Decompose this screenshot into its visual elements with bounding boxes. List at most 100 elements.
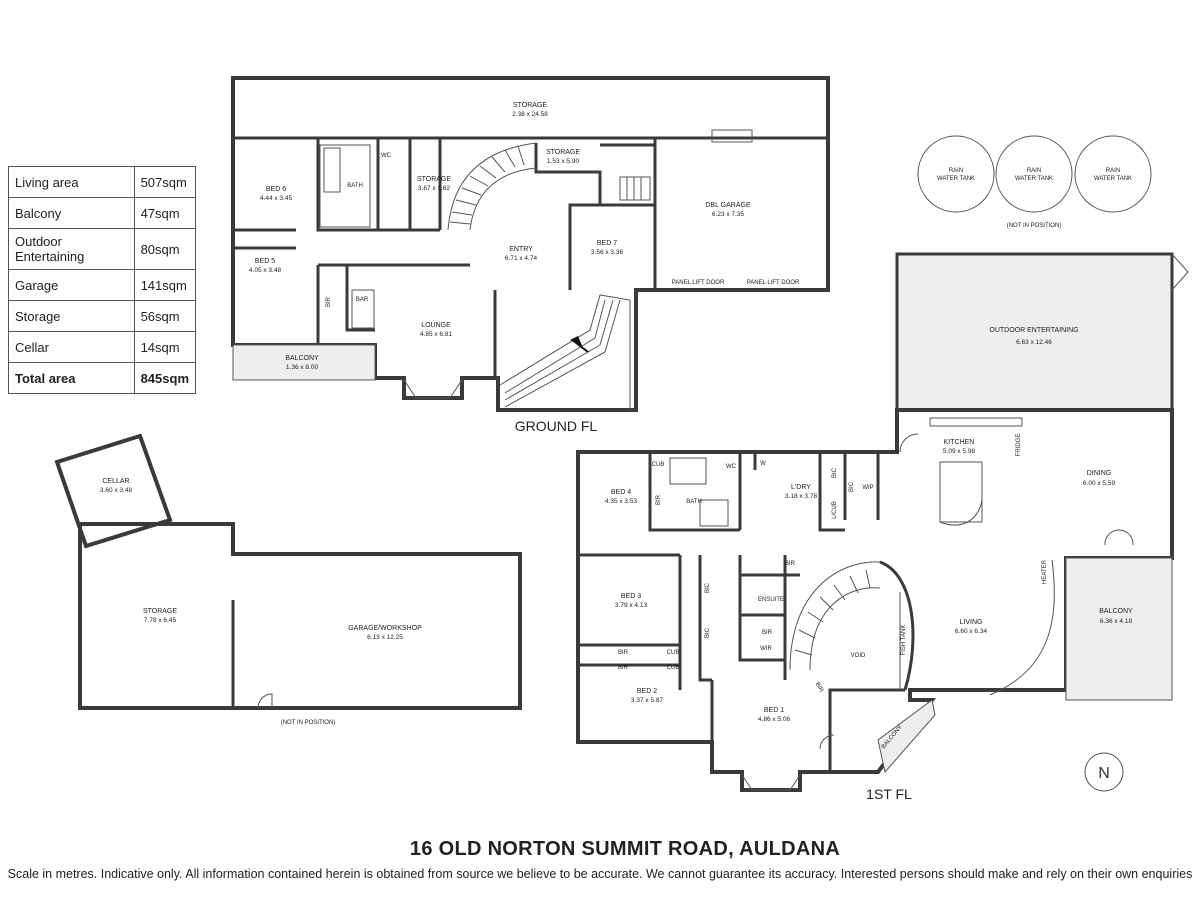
area-value: 56sqm [133, 300, 197, 332]
wir-label: WIR [760, 646, 772, 652]
compass-north-label: N [1098, 765, 1110, 782]
area-value: 47sqm [133, 197, 197, 229]
rain-tank-1-line1: RAIN [949, 168, 963, 174]
bed5-label: BED 5 [255, 258, 275, 265]
living-label: LIVING [960, 619, 983, 626]
rain-tank-3-line2: WATER TANK [1094, 176, 1132, 182]
area-value: 80sqm [133, 228, 197, 270]
wip-label: WIP [862, 485, 873, 491]
bir6-label: BIR [814, 682, 825, 694]
disclaimer-text: Scale in metres. Indicative only. All in… [7, 867, 1193, 881]
cellar-dim: 3.60 x 3.48 [100, 487, 133, 494]
outbuilding-not-in-position: (NOT IN POSITION) [281, 720, 336, 726]
bar-label: BAR [356, 297, 369, 303]
bed1-label: BED 1 [764, 707, 784, 714]
area-label: Total area [8, 362, 135, 394]
bic4-label: BIC [705, 627, 711, 638]
storage2-dim: 3.67 x 1.62 [418, 185, 451, 192]
bed5-dim: 4.05 x 3.48 [249, 267, 282, 274]
bir2-label: BIR [618, 650, 629, 656]
outbuilding-storage-dim: 7.78 x 6.45 [144, 617, 177, 624]
bed2-label: BED 2 [637, 688, 657, 695]
panel-lift-door-2: PANEL LIFT DOOR [747, 280, 800, 286]
bic3-label: BIC [705, 582, 711, 593]
bed6-dim: 4.44 x 3.45 [260, 195, 293, 202]
balcony-ground-label: BALCONY [285, 355, 319, 362]
dining-dim: 6.00 x 5.59 [1083, 480, 1116, 487]
rain-tank-2-line1: RAIN [1027, 168, 1041, 174]
panel-lift-door-1: PANEL LIFT DOOR [672, 280, 725, 286]
fish-tank-label: FISH TANK [901, 625, 907, 656]
living-dim: 6.60 x 6.34 [955, 628, 988, 635]
storage-top-label: STORAGE [513, 102, 547, 109]
rain-tank-1-line2: WATER TANK [937, 176, 975, 182]
bed7-label: BED 7 [597, 240, 617, 247]
compass-icon [1084, 752, 1124, 792]
area-value: 14sqm [133, 331, 197, 363]
lcub-label: L/CUB [832, 501, 838, 519]
bed3-label: BED 3 [621, 593, 641, 600]
bic2-label: BIC [849, 481, 855, 492]
dining-label: DINING [1087, 470, 1112, 477]
first-floor [576, 252, 1189, 792]
heater-label: HEATER [1042, 559, 1048, 584]
balcony-ground-dim: 1.36 x 8.00 [286, 364, 319, 371]
ground-floor-label: GROUND FL [515, 418, 598, 434]
lounge-dim: 4.85 x 6.81 [420, 331, 453, 338]
garage-workshop-label: GARAGE/WORKSHOP [348, 625, 422, 632]
fridge-label: FRIDGE [1016, 434, 1022, 457]
area-value: 141sqm [133, 269, 197, 301]
cub2-label: CUB [667, 650, 680, 656]
area-value: 845sqm [133, 362, 197, 394]
wc-ground-label: WC [381, 153, 392, 159]
bir1-label: BIR [656, 494, 662, 505]
bir5-label: BIR [762, 630, 773, 636]
bed1-dim: 4.86 x 5.06 [758, 716, 791, 723]
balcony-first-label: BALCONY [1099, 608, 1133, 615]
wc-first-label: WC [726, 464, 737, 470]
storage3-dim: 1.53 x 5.90 [547, 158, 580, 165]
cub1-label: CUB [652, 462, 665, 468]
dbl-garage-dim: 6.23 x 7.35 [712, 211, 745, 218]
cellar-label: CELLAR [102, 478, 129, 485]
kitchen-dim: 5.09 x 5.98 [943, 448, 976, 455]
rain-tanks [917, 135, 1152, 213]
bed2-dim: 3.37 x 5.87 [631, 697, 664, 704]
area-label: Cellar [8, 331, 135, 363]
bath-ground-label: BATH [347, 183, 363, 189]
bir3-label: BIR [618, 665, 629, 671]
outbuilding [54, 433, 522, 710]
rain-tank-2-line2: WATER TANK [1015, 176, 1053, 182]
laundry-label: L'DRY [791, 484, 811, 491]
entry-label: ENTRY [509, 246, 533, 253]
bed3-dim: 3.79 x 4.13 [615, 602, 648, 609]
area-label: Living area [8, 166, 135, 198]
area-label: Garage [8, 269, 135, 301]
bir4-label: BIR [785, 561, 796, 567]
entry-dim: 6.71 x 4.74 [505, 255, 538, 262]
tanks-not-in-position: (NOT IN POSITION) [1007, 223, 1062, 229]
cub3-label: CUB [667, 665, 680, 671]
bed7-dim: 3.56 x 3.36 [591, 249, 624, 256]
lounge-label: LOUNGE [421, 322, 451, 329]
outbuilding-storage-label: STORAGE [143, 608, 177, 615]
bed6-label: BED 6 [266, 186, 286, 193]
area-value: 507sqm [133, 166, 197, 198]
ensuite-label: ENSUITE [758, 597, 784, 603]
bic1-label: BIC [832, 467, 838, 478]
ground-floor [231, 76, 830, 412]
kitchen-label: KITCHEN [944, 439, 975, 446]
dbl-garage-label: DBL GARAGE [705, 202, 751, 209]
storage-top-dim: 2.38 x 24.58 [512, 111, 548, 118]
laundry-dim: 3.18 x 3.78 [785, 493, 818, 500]
storage3-label: STORAGE [546, 149, 580, 156]
outdoor-entertaining-dim: 6.63 x 12.46 [1016, 339, 1052, 346]
